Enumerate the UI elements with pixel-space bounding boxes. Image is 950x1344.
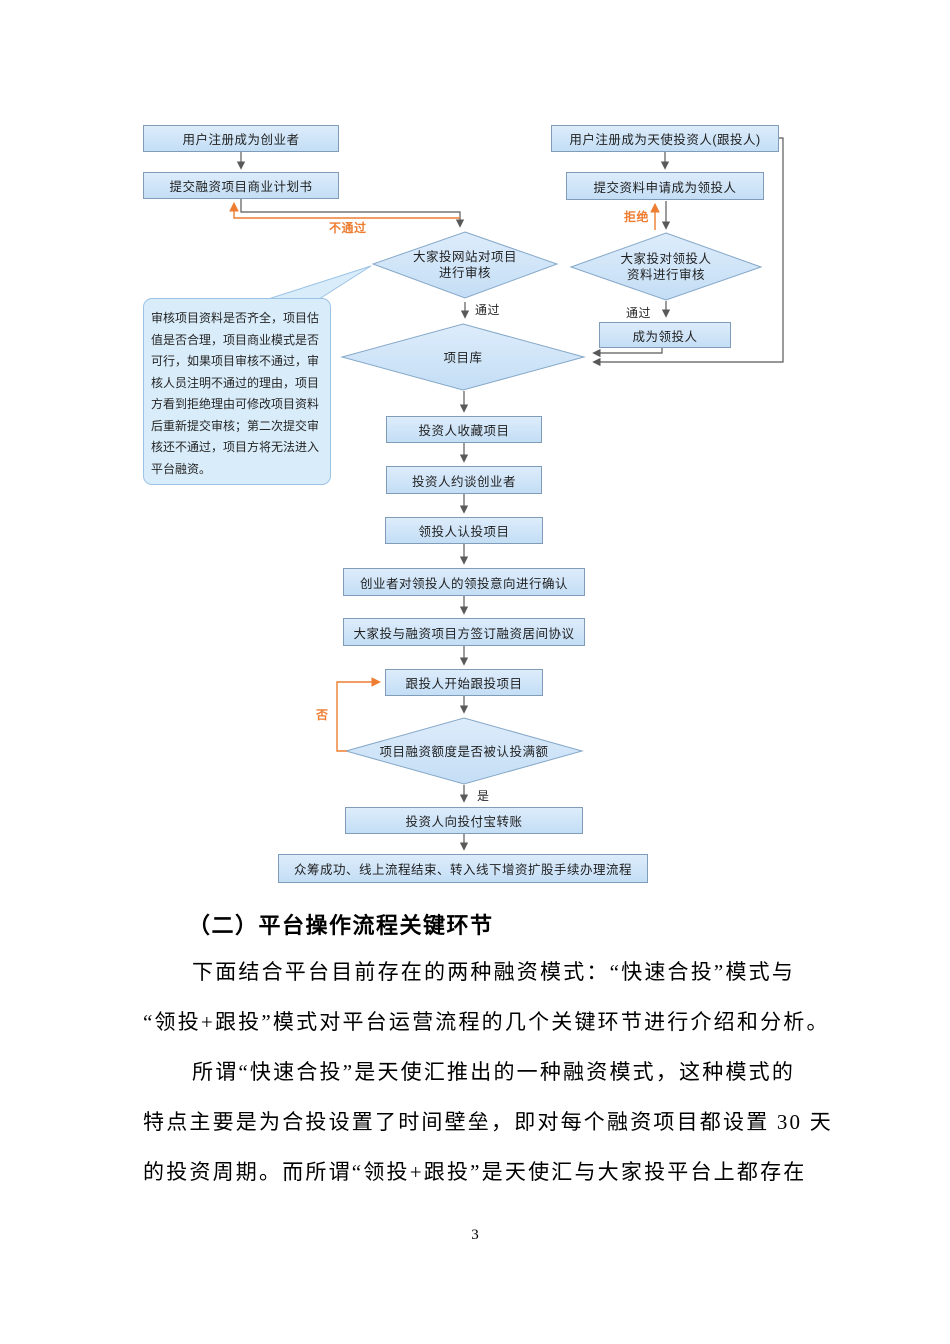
flow-node-submit-bp: 提交融资项目商业计划书	[143, 172, 339, 199]
arrow-check-no-loop	[336, 677, 382, 752]
flow-node-collect-project: 投资人收藏项目	[386, 416, 542, 443]
edge-label-no: 否	[316, 708, 329, 722]
decision-project-pool-shape	[340, 323, 586, 391]
arrow-site-review-fail-return	[229, 201, 460, 219]
body-line: “领投+跟投”模式对平台运营流程的几个关键环节进行介绍和分析。	[143, 1010, 830, 1034]
body-line: 的投资周期。而所谓“领投+跟投”是天使汇与大家投平台上都存在	[143, 1160, 807, 1184]
edge-label-pass-left: 通过	[475, 303, 501, 317]
decision-site-review-label: 大家投网站对项目 进行审核	[412, 250, 517, 280]
page-number: 3	[471, 1227, 479, 1243]
flow-node-meet-founder: 投资人约谈创业者	[386, 466, 542, 494]
decision-project-pool-label: 项目库	[443, 351, 483, 365]
flow-node-register-angel: 用户注册成为天使投资人(跟投人)	[551, 125, 779, 152]
flow-node-follow-invest: 跟投人开始跟投项目	[385, 669, 543, 696]
edge-label-reject: 拒绝	[624, 210, 650, 224]
edge-label-pass-right: 通过	[626, 306, 652, 320]
flow-node-confirm-intent: 创业者对领投人的领投意向进行确认	[343, 568, 585, 596]
flow-node-become-lead: 成为领投人	[599, 322, 731, 348]
review-callout-note: 审核项目资料是否齐全，项目估值是否合理，项目商业模式是否可行，如果项目审核不通过…	[143, 298, 331, 485]
decision-lead-review-shape	[569, 232, 763, 301]
body-line: 所谓“快速合投”是天使汇推出的一种融资模式，这种模式的	[192, 1060, 796, 1084]
decision-lead-review-label: 大家投对领投人 资料进行审核	[620, 252, 712, 282]
body-line: 特点主要是为合投设置了时间壁垒，即对每个融资项目都设置 30 天	[143, 1110, 833, 1134]
arrow-become-lead-to-pool	[592, 348, 663, 358]
edge-label-fail: 不通过	[329, 221, 367, 235]
flow-node-lead-invest: 领投人认投项目	[385, 517, 543, 544]
body-line: 下面结合平台目前存在的两种融资模式：“快速合投”模式与	[192, 960, 796, 984]
flow-node-apply-lead: 提交资料申请成为领投人	[566, 172, 764, 200]
arrow-submit-to-site-review	[240, 199, 465, 228]
edge-label-yes: 是	[477, 789, 490, 803]
arrow-angel-to-pool	[592, 137, 784, 367]
decision-full-subscription-shape	[344, 717, 584, 785]
decision-full-subscription-label: 项目融资额度是否被认投满额	[379, 745, 549, 759]
flow-node-sign-agreement: 大家投与融资项目方签订融资居间协议	[343, 618, 585, 646]
section-heading: （二）平台操作流程关键环节	[188, 913, 494, 938]
decision-site-review-shape	[371, 231, 559, 299]
flow-node-crowdfund-success: 众筹成功、线上流程结束、转入线下增资扩股手续办理流程	[278, 854, 648, 883]
flow-node-register-entrepreneur: 用户注册成为创业者	[143, 125, 339, 152]
flow-node-transfer-money: 投资人向投付宝转账	[345, 807, 583, 834]
